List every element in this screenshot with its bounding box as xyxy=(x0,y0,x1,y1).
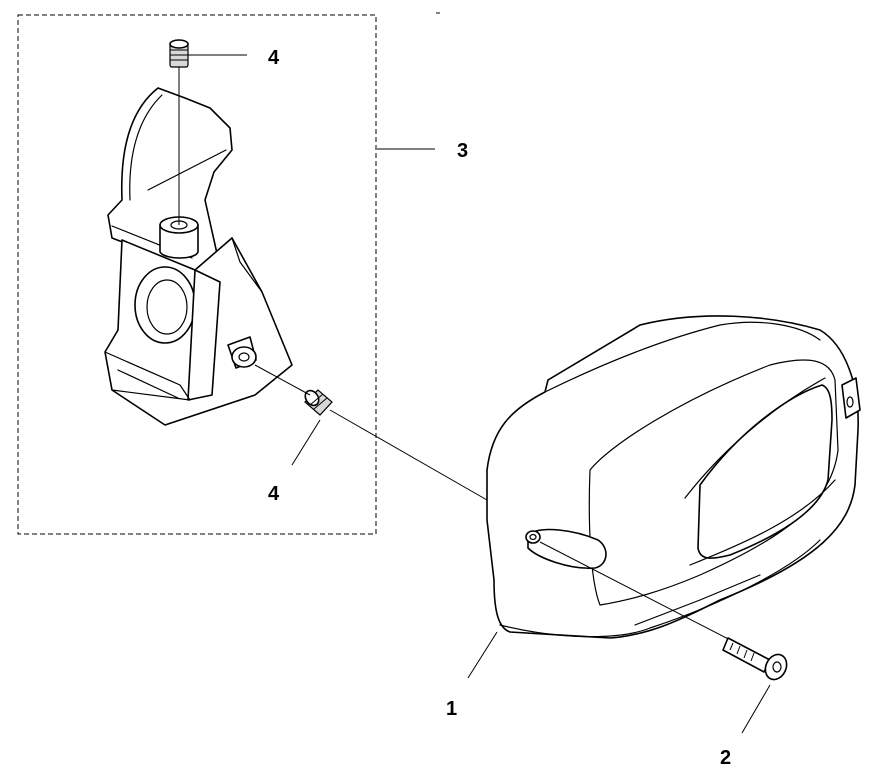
callout-4-top: 4 xyxy=(268,47,280,69)
leader-line-1 xyxy=(467,631,498,679)
callout-1: 1 xyxy=(446,698,457,720)
cover xyxy=(486,315,861,639)
callout-4-bottom: 4 xyxy=(268,483,280,505)
leader-line-4-bottom xyxy=(291,419,321,466)
intake-housing xyxy=(104,87,293,426)
kit-boundary-box xyxy=(17,14,377,535)
assembly-line-long xyxy=(329,409,488,501)
set-screw-top xyxy=(169,39,189,68)
leader-line-2 xyxy=(741,684,771,734)
screw xyxy=(722,637,788,681)
callout-3: 3 xyxy=(457,140,468,162)
assembly-line-middle xyxy=(254,364,311,396)
assembly-line-screw xyxy=(539,541,741,646)
set-screw-lower xyxy=(304,389,333,416)
callout-2: 2 xyxy=(720,747,731,769)
